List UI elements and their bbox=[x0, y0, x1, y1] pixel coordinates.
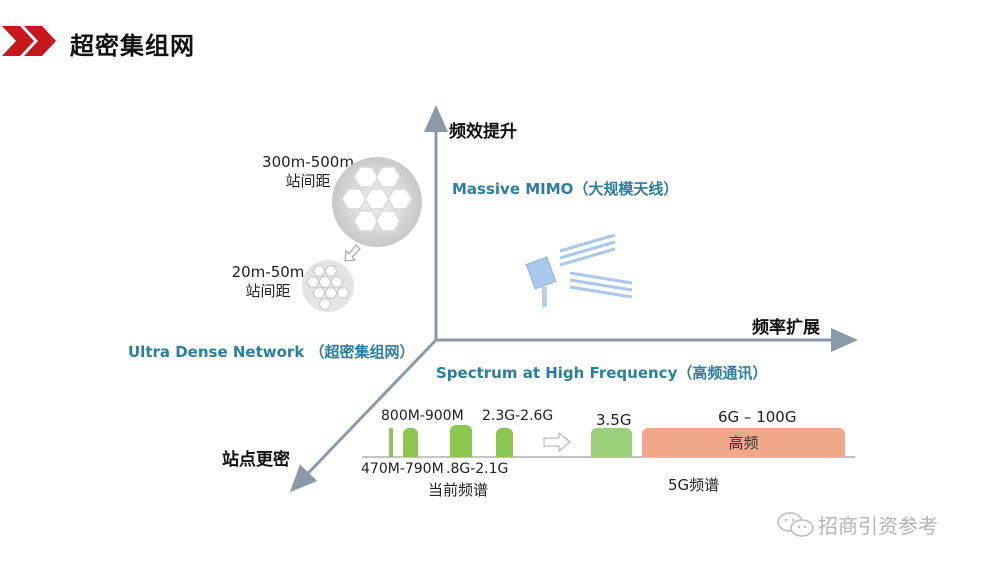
x-axis-label: 频率扩展 bbox=[752, 318, 820, 338]
y-axis-label: 频效提升 bbox=[449, 122, 517, 142]
large-hex-grid-icon bbox=[332, 157, 422, 247]
double-chevron-icon bbox=[2, 26, 56, 56]
band-label-3.5g: 3.5G bbox=[596, 411, 632, 429]
high-band-label: 高频 bbox=[728, 434, 759, 452]
band-label-800-900: 800M-900M bbox=[381, 408, 464, 424]
page-title: 超密集组网 bbox=[70, 32, 195, 60]
band-label-470-790: 470M-790M bbox=[361, 461, 444, 477]
small-cell-label: 站间距 bbox=[245, 282, 291, 300]
band-2.3-2.6 bbox=[496, 428, 513, 457]
watermark-text: 招商引资参考 bbox=[818, 514, 938, 538]
small-cell-caption: 20m-50m 站间距 bbox=[228, 263, 308, 301]
small-hex-grid-icon bbox=[302, 260, 354, 312]
current-spectrum-caption: 当前频谱 bbox=[428, 481, 489, 499]
small-cell-range: 20m-50m bbox=[231, 263, 305, 281]
band-800-900 bbox=[403, 428, 418, 457]
wechat-icon bbox=[777, 512, 814, 537]
down-arrow-icon bbox=[344, 244, 361, 262]
band-3.5g bbox=[591, 428, 632, 457]
large-cell-range: 300m-500m bbox=[262, 153, 354, 171]
z-axis-label: 站点更密 bbox=[222, 450, 290, 470]
band-label-6-100g: 6G – 100G bbox=[718, 408, 797, 426]
5g-spectrum-caption: 5G频谱 bbox=[668, 476, 720, 494]
band-470-790 bbox=[389, 428, 393, 457]
band-label-1.8-2.1: .8G-2.1G bbox=[446, 461, 509, 477]
mimo-label: Massive MIMO（大规模天线） bbox=[452, 180, 679, 198]
large-cell-caption: 300m-500m 站间距 bbox=[258, 153, 358, 191]
band-6-100g: 高频 bbox=[642, 428, 845, 457]
large-cell-label: 站间距 bbox=[285, 172, 331, 190]
right-arrow-icon bbox=[543, 432, 571, 452]
band-1.8-2.1 bbox=[450, 425, 472, 457]
udn-label: Ultra Dense Network （超密集组网） bbox=[128, 343, 415, 361]
massive-mimo-antenna-icon bbox=[525, 233, 633, 307]
band-label-2.3-2.6: 2.3G-2.6G bbox=[482, 408, 554, 424]
spectrum-label: Spectrum at High Frequency（高频通讯） bbox=[436, 364, 768, 382]
